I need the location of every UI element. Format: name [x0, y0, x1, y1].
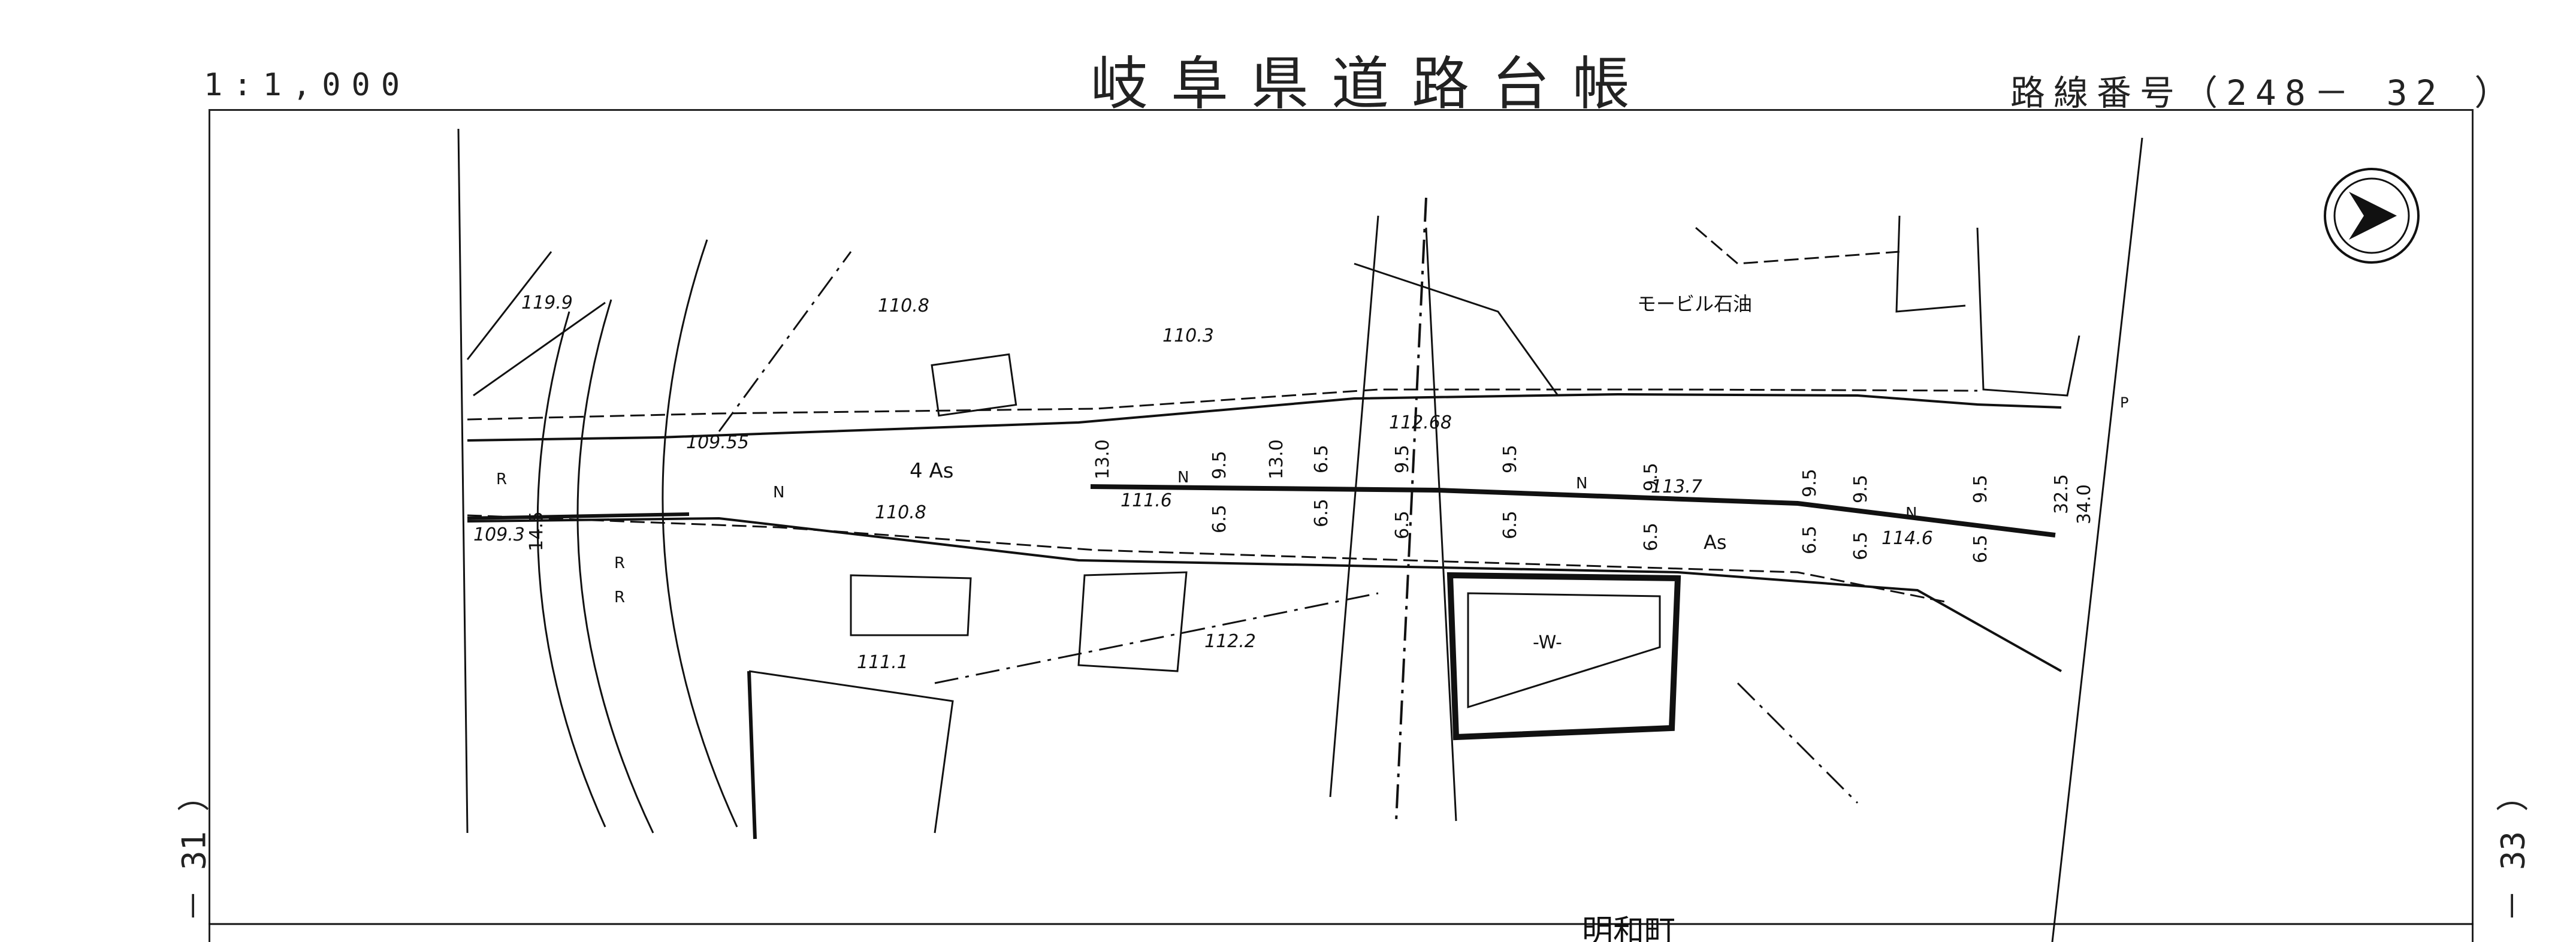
marker: N [1177, 469, 1189, 487]
railway-edge-a [1329, 215, 1379, 798]
chain-line-se [1737, 682, 1859, 804]
label-town: 明和町 [1582, 914, 1675, 942]
marker: P [2120, 394, 2128, 411]
building-small [931, 353, 1017, 417]
elevation-mark: 109.55 [686, 432, 749, 453]
building-west [850, 574, 972, 636]
width-mark: 6.5 [1392, 511, 1413, 539]
railway-chain-a [1395, 197, 1427, 822]
map-frame [209, 109, 2474, 942]
line-nw-b [473, 301, 606, 397]
width-mark: 14.5 [526, 511, 547, 551]
elevation-mark: 112.2 [1204, 631, 1256, 652]
road-boundary-south [467, 514, 1948, 603]
road-centerline [1090, 484, 2056, 538]
width-mark: 13.0 [1092, 439, 1113, 479]
sheet-left-edge [457, 128, 469, 834]
lot-boundary [748, 670, 954, 834]
elevation-mark: 112.68 [1389, 412, 1452, 433]
road-south-edge [467, 517, 2062, 672]
width-mark: 6.5 [1970, 535, 1991, 563]
width-mark: 6.5 [1850, 532, 1871, 560]
width-mark: 9.5 [1970, 475, 1991, 503]
label-surface-1: 4 As [910, 459, 953, 483]
width-mark: 9.5 [1392, 445, 1413, 473]
width-mark: 6.5 [1311, 499, 1332, 527]
elevation-mark: 111.6 [1121, 490, 1172, 511]
page-title: 岐阜県道路台帳 [1091, 50, 1653, 117]
width-mark: 34.0 [2074, 484, 2095, 524]
road-boundary-north [467, 388, 1978, 421]
elevation-mark: 110.8 [878, 295, 929, 316]
water-facility-inner [1467, 592, 1661, 709]
elevation-mark: 110.8 [875, 502, 926, 523]
water-facility-wall [1446, 572, 1681, 741]
north-arrow-icon [2324, 168, 2420, 264]
elevation-mark: 119.9 [521, 292, 573, 313]
map-scale: 1:1,000 [204, 67, 411, 103]
marker: N [773, 484, 784, 502]
approach-line [1354, 262, 1559, 396]
width-mark: 9.5 [1209, 451, 1230, 479]
width-mark: 32.5 [2051, 474, 2072, 514]
marker: N [1905, 505, 1917, 523]
width-mark: 6.5 [1799, 526, 1820, 554]
elevation-mark: 110.3 [1162, 325, 1214, 346]
wall-west [747, 671, 757, 840]
label-surface-2: As [1704, 531, 1727, 554]
width-mark: 6.5 [1500, 511, 1521, 539]
marker: N [1576, 475, 1587, 493]
elevation-mark: 111.1 [857, 652, 908, 673]
elevation-mark: 113.7 [1651, 476, 1702, 497]
sheet-right-edge [2051, 137, 2143, 942]
width-mark: 6.5 [1209, 505, 1230, 533]
station-building [1895, 215, 1966, 313]
route-number: 路線番号（248－ 32 ） [2010, 73, 2518, 113]
marker: R [496, 470, 507, 488]
width-mark: 9.5 [1500, 445, 1521, 473]
curve-b [576, 299, 654, 834]
curve-c [662, 239, 738, 828]
label-business: モービル石油 [1637, 292, 1752, 315]
chain-line [718, 251, 852, 432]
marker: R [614, 588, 625, 606]
label-water: -W- [1533, 632, 1562, 653]
railway-edge-b [1425, 227, 1457, 822]
building-lot [1077, 571, 1188, 672]
road-north-edge [467, 393, 2062, 442]
width-mark: 9.5 [1641, 463, 1662, 491]
width-mark: 13.0 [1266, 439, 1287, 479]
width-mark: 6.5 [1641, 523, 1662, 551]
elevation-mark: 109.3 [473, 524, 525, 545]
elevation-mark: 114.6 [1882, 528, 1933, 549]
chain-line-sw [934, 592, 1379, 684]
width-mark: 9.5 [1799, 469, 1820, 497]
station-edge [1976, 227, 2080, 397]
station-boundary [1695, 227, 1900, 265]
curve-a [536, 311, 606, 828]
marker: R [614, 554, 625, 572]
width-mark: 6.5 [1311, 445, 1332, 473]
line-nw-a [466, 251, 552, 360]
width-mark: 9.5 [1850, 475, 1871, 503]
